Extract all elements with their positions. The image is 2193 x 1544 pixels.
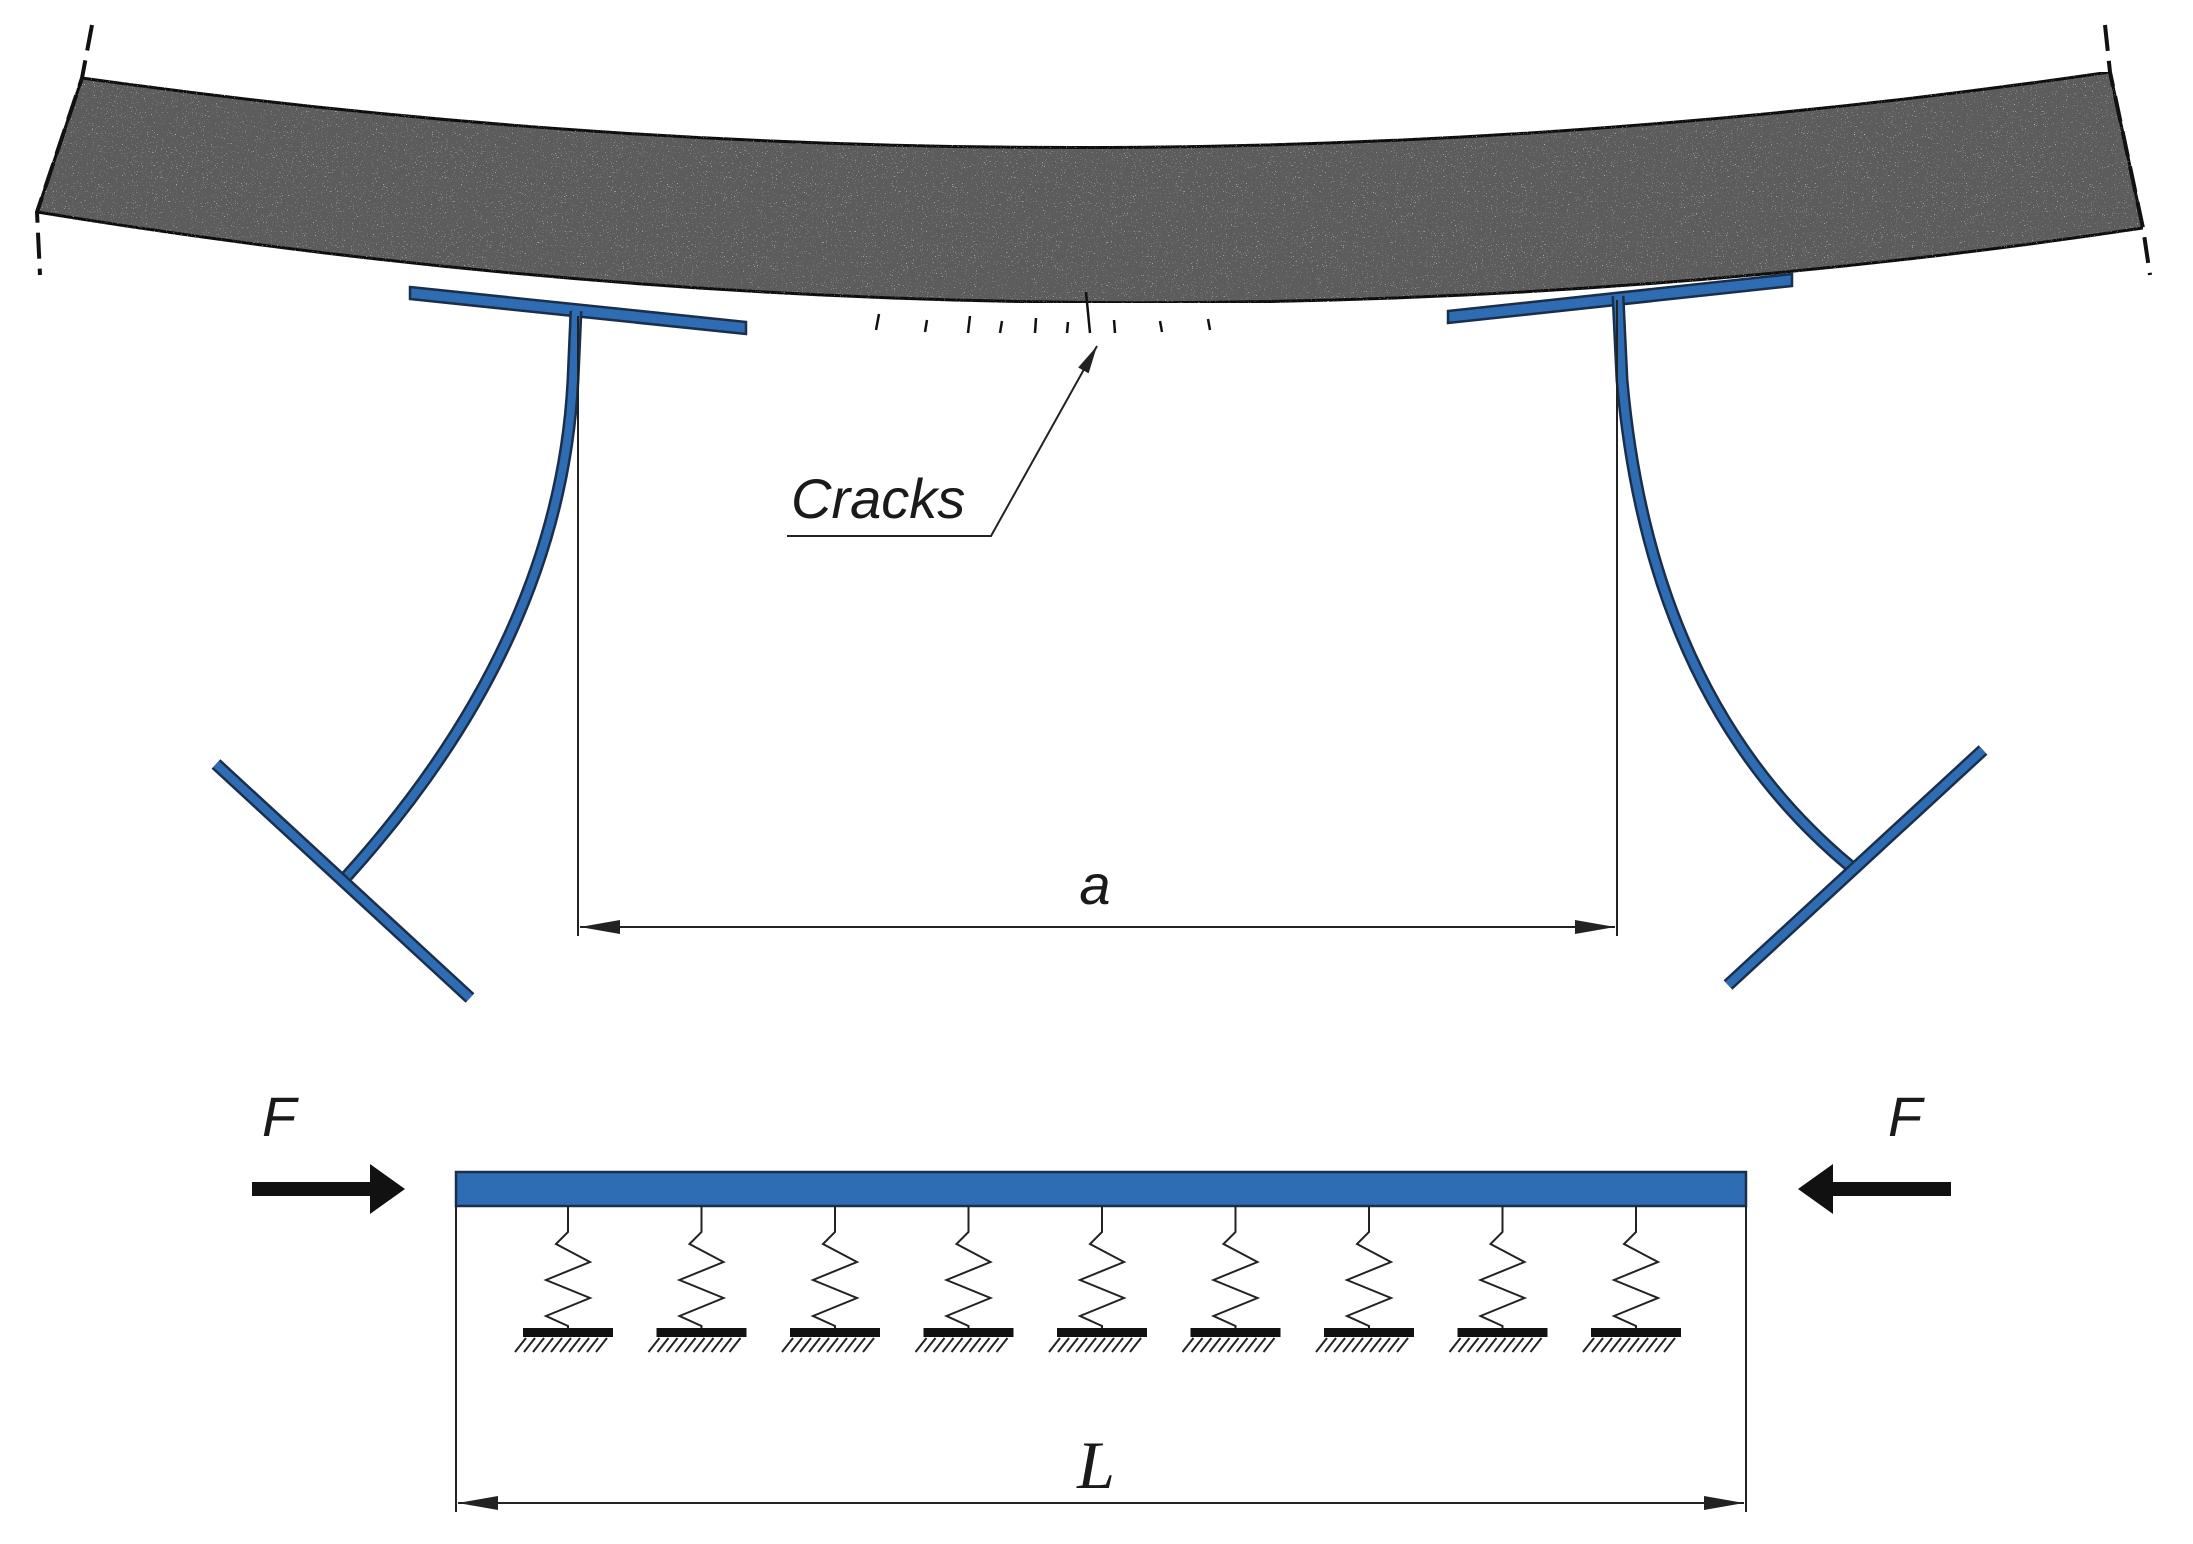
rock-roof-layer: [34, 24, 2152, 334]
spring-support: [1448, 1206, 1548, 1353]
cracks-annotation: Cracks: [787, 345, 1098, 537]
springs-group: [514, 1206, 1681, 1353]
right-break-line: [2103, 24, 2152, 276]
spring-support: [914, 1206, 1014, 1353]
spring-support: [781, 1206, 880, 1353]
left-break-line: [34, 24, 94, 276]
left-steel-support: [211, 285, 748, 1003]
cracks-label: Cracks: [791, 467, 965, 530]
left-top-plate: [408, 285, 748, 336]
dimension-a: a: [577, 300, 1618, 936]
spring-support: [1582, 1206, 1681, 1353]
model-beam: [454, 1170, 1748, 1208]
right-force-label: F: [1888, 1085, 1925, 1148]
spring-support: [1181, 1206, 1281, 1353]
rock-body: [35, 70, 2145, 305]
spring-support: [647, 1206, 747, 1353]
left-force-label: F: [262, 1085, 299, 1148]
dimension-l-label: L: [1076, 1427, 1115, 1503]
spring-support: [514, 1206, 613, 1353]
dimension-a-label: a: [1079, 853, 1110, 916]
right-steel-support: [1446, 272, 1988, 990]
crack-marks: [874, 291, 1212, 334]
elastic-foundation-model: F F L: [252, 1085, 1951, 1512]
spring-support: [1315, 1206, 1414, 1353]
spring-support: [1048, 1206, 1147, 1353]
left-force-arrow: [252, 1164, 405, 1214]
right-force-arrow: [1798, 1164, 1951, 1214]
